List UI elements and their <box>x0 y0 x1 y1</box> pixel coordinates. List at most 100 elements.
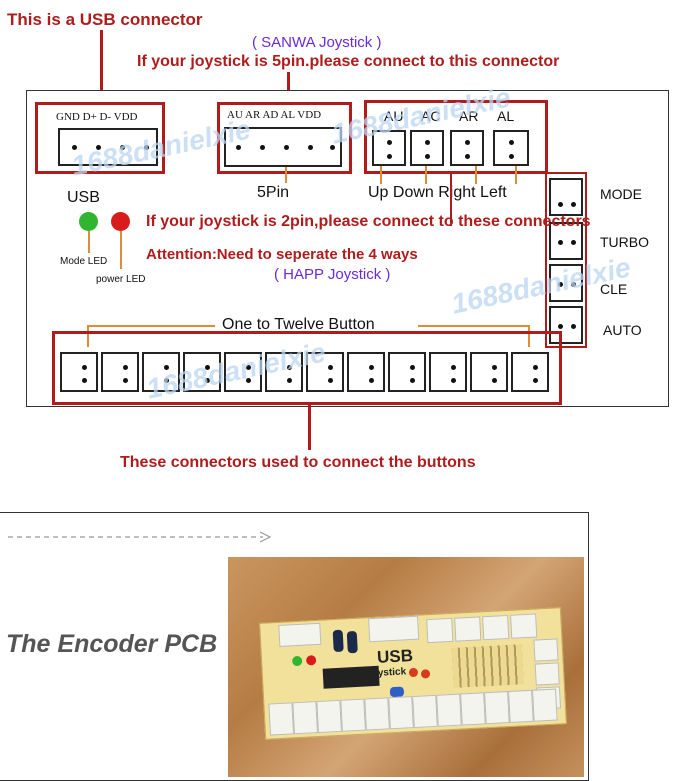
mode-label: MODE <box>600 186 642 202</box>
pcb-button-header <box>292 701 318 735</box>
cle-connector <box>549 264 583 302</box>
button-connector-9 <box>388 352 426 392</box>
right-tick <box>475 166 477 184</box>
button-connector-4 <box>183 352 221 392</box>
pcb-button-header <box>316 699 342 734</box>
pin <box>387 140 392 145</box>
buttons-label: One to Twelve Button <box>222 316 375 333</box>
five-pin-callout: If your joystick is 5pin.please connect … <box>137 53 560 70</box>
pcb-button-header <box>388 696 414 730</box>
button-connector-row <box>60 352 560 394</box>
down-tick <box>425 166 427 184</box>
usb-pin-names: GND D+ D- VDD <box>56 111 138 123</box>
pcb-dir-header <box>426 617 454 644</box>
pin <box>96 145 101 150</box>
turbo-connector <box>549 222 583 260</box>
buttons-bracket-right <box>418 325 530 327</box>
pcb-red-component <box>408 667 419 678</box>
button-connector-10 <box>429 352 467 392</box>
pcb-usb-text: USB <box>376 645 414 667</box>
pcb-5pin-header <box>368 615 420 643</box>
pin <box>260 145 265 150</box>
direction-connectors-highlight <box>364 100 548 174</box>
dir-pin-ar: AR <box>459 108 479 124</box>
button-connector-1 <box>60 352 98 392</box>
pcb-capacitor <box>346 630 358 654</box>
pcb-button-header <box>340 698 366 732</box>
left-connector <box>493 130 529 166</box>
buttons-callout-line <box>308 405 311 450</box>
button-connector-6 <box>265 352 303 392</box>
pin <box>308 145 313 150</box>
pcb-diodes <box>451 644 524 688</box>
pin <box>284 145 289 150</box>
mode-connector <box>549 178 583 216</box>
pin <box>509 140 514 145</box>
up-tick <box>380 166 382 184</box>
five-pin-tick <box>285 167 287 183</box>
cle-label: CLE <box>600 281 628 297</box>
sanwa-label: ( SANWA Joystick ) <box>252 34 382 51</box>
button-connector-7 <box>306 352 344 392</box>
pin <box>330 145 335 150</box>
button-connector-12 <box>511 352 549 392</box>
pcb-dir-header <box>454 616 482 642</box>
pcb-button-header <box>436 693 462 727</box>
turbo-label: TURBO <box>600 234 649 250</box>
dashed-arrow <box>8 531 272 543</box>
mode-led-line <box>88 231 90 253</box>
usb-label: USB <box>67 189 100 206</box>
buttons-callout: These connectors used to connect the but… <box>120 454 476 471</box>
buttons-bracket-left-tick <box>87 325 89 347</box>
usb-connector <box>58 128 158 166</box>
dir-pin-al: AL <box>497 108 515 124</box>
auto-connector <box>549 306 583 344</box>
pin <box>571 202 576 207</box>
power-led-label: power LED <box>96 274 146 285</box>
pin <box>144 145 149 150</box>
usb-connector-highlight <box>35 102 165 174</box>
pcb-button-header <box>268 702 295 736</box>
dir-pin-ac: AC <box>421 108 441 124</box>
button-connector-8 <box>347 352 385 392</box>
happ-label: ( HAPP Joystick ) <box>274 266 391 283</box>
function-connectors-highlight <box>545 172 587 348</box>
pcb-button-header <box>460 692 486 726</box>
pcb-board: USB joystick <box>259 607 567 740</box>
pcb-red-led <box>305 655 317 666</box>
left-tick <box>515 166 517 184</box>
pcb-func-header <box>533 638 559 662</box>
mode-led <box>79 212 98 231</box>
button-connector-3 <box>142 352 180 392</box>
pcb-dir-header <box>510 613 538 639</box>
mode-led-label: Mode LED <box>60 256 108 267</box>
button-connector-11 <box>470 352 508 392</box>
pcb-func-header <box>534 662 560 686</box>
pin <box>558 202 563 207</box>
pin <box>425 140 430 145</box>
pin <box>571 282 576 287</box>
buttons-bracket-right-tick <box>528 325 530 347</box>
up-connector <box>372 130 406 166</box>
pcb-joystick-text: joystick <box>368 666 407 680</box>
buttons-bracket-left <box>87 325 215 327</box>
pcb-button-header <box>508 689 534 724</box>
five-pin-names: AU AR AD AL VDD <box>227 109 322 121</box>
down-connector <box>410 130 444 166</box>
pin <box>558 324 563 329</box>
pin <box>571 324 576 329</box>
auto-label: AUTO <box>603 322 642 338</box>
pin <box>558 240 563 245</box>
pcb-button-header <box>484 691 510 725</box>
power-led-line <box>120 231 122 269</box>
right-connector <box>450 130 484 166</box>
pin <box>387 154 392 159</box>
pin <box>509 154 514 159</box>
pcb-button-header <box>532 688 558 722</box>
five-pin-highlight <box>217 102 352 174</box>
pin <box>120 145 125 150</box>
two-pin-callout-line <box>450 174 452 226</box>
pin <box>236 145 241 150</box>
pin <box>465 140 470 145</box>
button-connector-2 <box>101 352 139 392</box>
